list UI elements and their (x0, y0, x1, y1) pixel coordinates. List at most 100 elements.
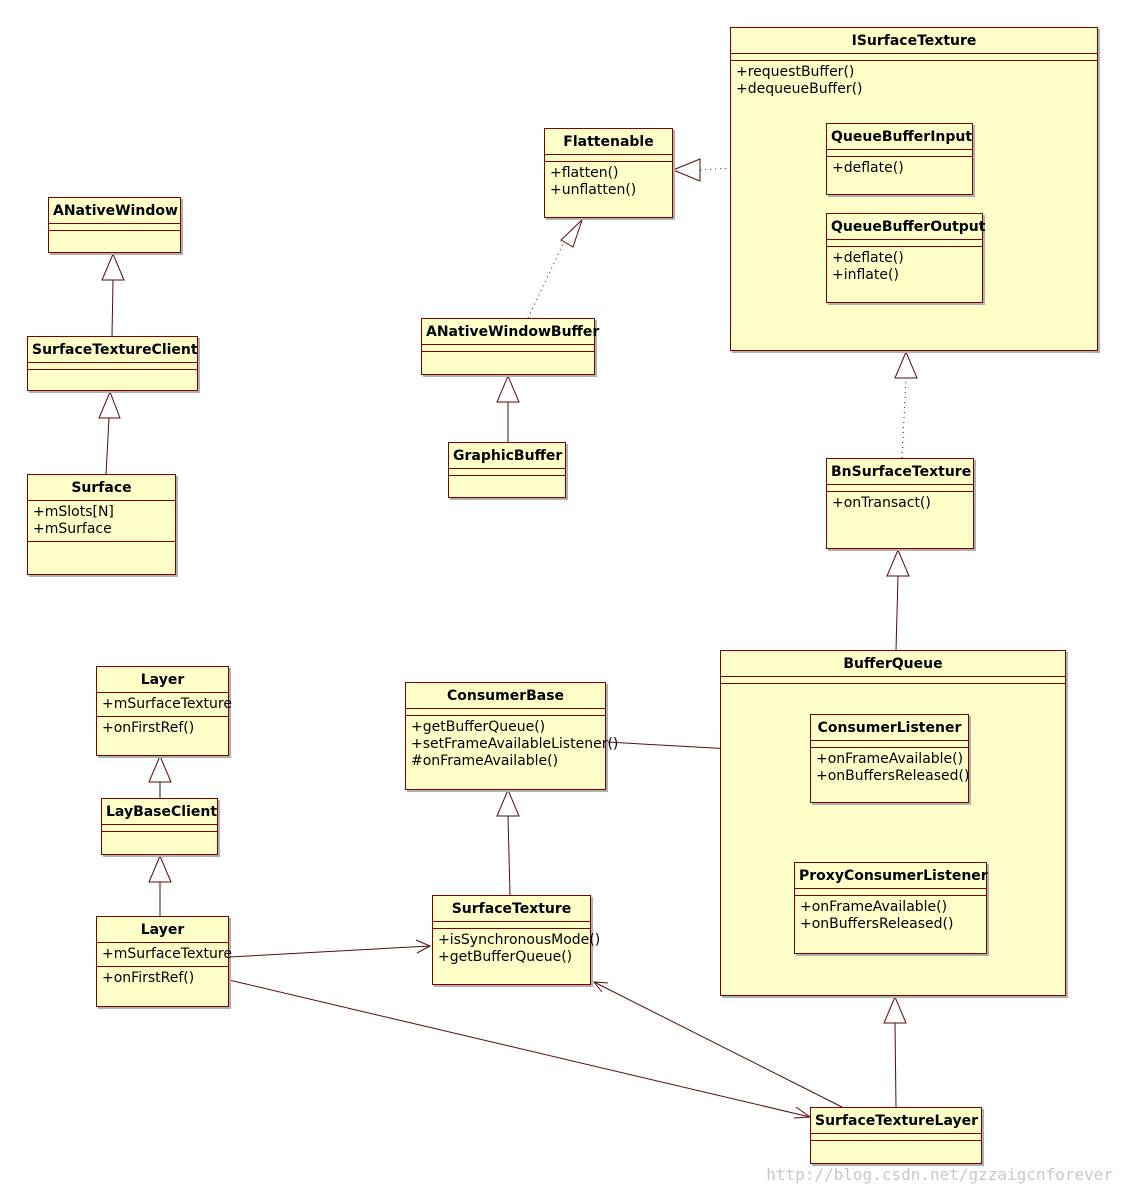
method-section (28, 541, 175, 550)
method: +inflate() (832, 267, 899, 283)
arrowhead-surfacetexturelayer-surfacetexture (592, 981, 609, 993)
attribute-section (731, 53, 1097, 60)
class-proxyconsumerlistener[interactable]: ProxyConsumerListener +onFrameAvailable(… (794, 862, 988, 954)
edge-bufferqueue-bnsurfacetexture (895, 575, 899, 651)
class-flattenable[interactable]: Flattenable +flatten() +unflatten() (544, 128, 673, 218)
method-section (721, 683, 1065, 692)
attribute-section (827, 239, 982, 246)
class-name: LayBaseClient (106, 804, 218, 820)
class-name: SurfaceTextureLayer (815, 1113, 979, 1129)
class-name: ANativeWindowBuffer (426, 324, 600, 340)
method-section (49, 230, 180, 239)
class-name: SurfaceTextureClient (32, 342, 198, 358)
method: +getBufferQueue() (438, 949, 573, 965)
class-name: QueueBufferInput (831, 129, 973, 145)
class-name: Flattenable (563, 134, 654, 150)
attribute-section (795, 888, 986, 895)
method-section: +flatten() +unflatten() (545, 161, 672, 202)
class-name: Surface (71, 480, 132, 496)
method: +onTransact() (832, 495, 931, 511)
edge-surface-surfacetextureclient (105, 417, 110, 476)
class-surface[interactable]: Surface +mSlots[N] +mSurface (27, 474, 176, 575)
class-name: ConsumerBase (446, 688, 565, 704)
class-anativewindow[interactable]: ANativeWindow (48, 197, 181, 253)
triangle-flattenable-from-isurfacetexture (671, 158, 701, 182)
edge-layer-surfacetexturelayer (228, 979, 811, 1118)
method: +flatten() (550, 165, 619, 181)
method-section: +onTransact() (827, 491, 973, 515)
edge-anativewindowbuffer-flattenable (527, 243, 564, 319)
class-layer-bottom[interactable]: Layer +mSurfaceTexture +onFirstRef() (96, 916, 232, 1007)
attribute-section (827, 149, 972, 156)
watermark: http://blog.csdn.net/gzzaigcnforever (766, 1165, 1113, 1184)
attribute-section (811, 740, 968, 747)
method: +isSynchronousMode() (438, 932, 601, 948)
class-name: Layer (140, 672, 185, 688)
method: +onBuffersReleased() (800, 916, 954, 932)
arrowhead-layer-surfacetexture (415, 939, 432, 954)
method-section: +deflate() +inflate() (827, 246, 982, 287)
triangle-flattenable-from-anw-buffer (560, 219, 583, 248)
attribute-section: +mSurfaceTexture (97, 692, 232, 716)
class-queuebufferinput[interactable]: QueueBufferInput +deflate() (826, 123, 973, 195)
class-name: QueueBufferOutput (831, 219, 986, 235)
triangle-consumerbase (496, 788, 520, 817)
triangle-laybaseclient (148, 854, 172, 883)
attribute-section (49, 223, 180, 230)
class-surfacetextureclient[interactable]: SurfaceTextureClient (27, 336, 198, 391)
method-section: +onFrameAvailable() +onBuffersReleased() (795, 895, 986, 936)
edge-surfacetexturelayer-bufferqueue (894, 1022, 897, 1108)
method-section: +deflate() (827, 156, 972, 180)
class-layer-top[interactable]: Layer +mSurfaceTexture +onFirstRef() (96, 666, 232, 756)
attribute-section (827, 484, 973, 491)
class-consumerbase[interactable]: ConsumerBase +getBufferQueue() +setFrame… (405, 682, 618, 790)
attribute: +mSurface (33, 521, 112, 537)
method: +onFrameAvailable() (800, 899, 948, 915)
attribute-section (102, 824, 217, 831)
attribute-section (28, 362, 197, 369)
class-name: ANativeWindow (53, 203, 178, 219)
class-queuebufferoutput[interactable]: QueueBufferOutput +deflate() +inflate() (826, 213, 986, 303)
attribute-section (721, 676, 1065, 683)
triangle-bnsurfacetexture (886, 548, 910, 577)
class-surfacetexture[interactable]: SurfaceTexture +isSynchronousMode() +get… (432, 895, 601, 985)
attribute-section: +mSurfaceTexture (97, 942, 232, 966)
attribute-section (449, 468, 565, 475)
method: +onFrameAvailable() (816, 751, 964, 767)
class-name: Layer (140, 922, 185, 938)
edge-surfacetexturelayer-surfacetexture (593, 981, 843, 1108)
method: +dequeueBuffer() (736, 81, 863, 97)
attribute-section (406, 708, 605, 715)
class-laybaseclient[interactable]: LayBaseClient (101, 798, 218, 855)
class-name: BnSurfaceTexture (831, 464, 972, 480)
method: +unflatten() (550, 182, 637, 198)
method-section (102, 831, 217, 840)
class-name: GraphicBuffer (453, 448, 563, 464)
class-name: SurfaceTexture (451, 901, 572, 917)
class-consumerlistener[interactable]: ConsumerListener +onFrameAvailable() +on… (810, 714, 969, 803)
class-anativewindowbuffer[interactable]: ANativeWindowBuffer (421, 318, 600, 375)
class-bnsurfacetexture[interactable]: BnSurfaceTexture +onTransact() (826, 458, 974, 549)
attribute: +mSurfaceTexture (102, 946, 232, 962)
attribute-section (422, 344, 594, 351)
method-section: +onFrameAvailable() +onBuffersReleased() (811, 747, 970, 788)
triangle-layer-top (148, 754, 172, 783)
class-surfacetexturelayer[interactable]: SurfaceTextureLayer (810, 1107, 982, 1164)
attribute-section (545, 154, 672, 161)
edge-surfacetextureclient-anativewindow (111, 279, 114, 337)
class-name: BufferQueue (843, 656, 943, 672)
class-name: ISurfaceTexture (851, 33, 977, 49)
method-section: +getBufferQueue() +setFrameAvailableList… (406, 715, 618, 773)
attribute-section (811, 1133, 981, 1140)
method-section (449, 475, 565, 484)
triangle-bufferqueue (883, 995, 907, 1024)
method: +onBuffersReleased() (816, 768, 970, 784)
class-name: ProxyConsumerListener (799, 868, 988, 884)
class-graphicbuffer[interactable]: GraphicBuffer (448, 442, 566, 498)
method-section: +requestBuffer() +dequeueBuffer() (731, 60, 1097, 101)
method: +onFirstRef() (102, 970, 195, 986)
triangle-surfacetextureclient (98, 390, 121, 419)
triangle-isurfacetexture (894, 350, 918, 379)
method: +getBufferQueue() (411, 719, 546, 735)
